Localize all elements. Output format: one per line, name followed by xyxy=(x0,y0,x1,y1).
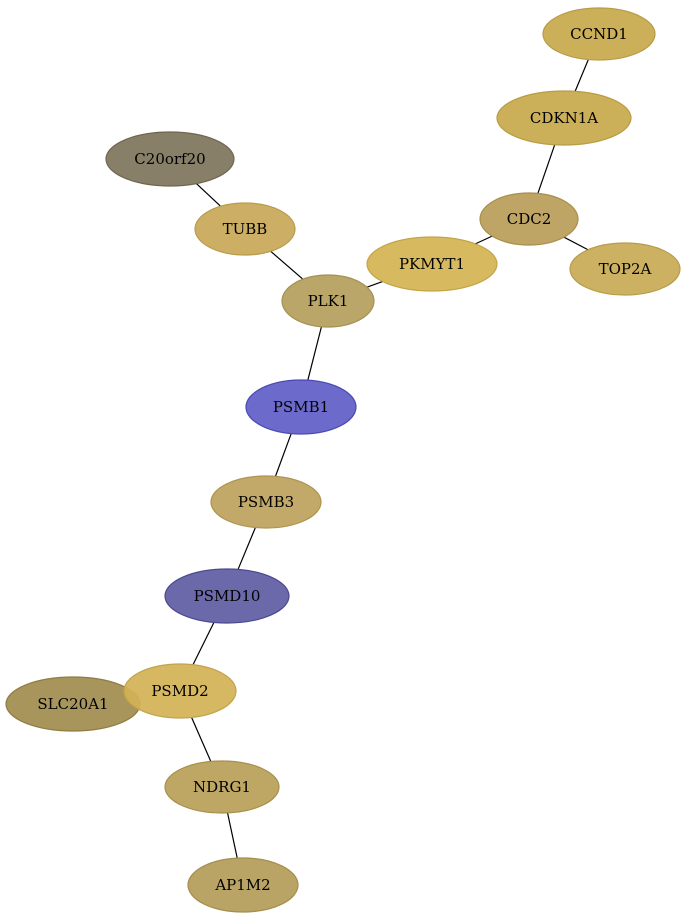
node-shape-tubb[interactable] xyxy=(194,202,296,256)
node-shape-c20orf20[interactable] xyxy=(105,131,235,187)
node-shape-psmd2[interactable] xyxy=(123,663,237,719)
edge-ccnd1-cdkn1a xyxy=(574,59,589,92)
edge-psmd10-psmd2 xyxy=(192,622,215,666)
node-cdkn1a[interactable]: CDKN1A xyxy=(496,90,632,146)
node-tubb[interactable]: TUBB xyxy=(194,202,296,256)
node-shape-ap1m2[interactable] xyxy=(187,857,299,913)
node-ndrg1[interactable]: NDRG1 xyxy=(164,760,280,814)
node-label-cdkn1a: CDKN1A xyxy=(530,109,598,127)
node-shape-cdkn1a[interactable] xyxy=(496,90,632,146)
node-label-psmd10: PSMD10 xyxy=(194,587,261,605)
edge-cdkn1a-cdc2 xyxy=(537,144,556,194)
node-label-ap1m2: AP1M2 xyxy=(214,876,270,894)
edge-tubb-plk1 xyxy=(270,250,304,280)
node-shape-ndrg1[interactable] xyxy=(164,760,280,814)
node-shape-psmb1[interactable] xyxy=(245,379,357,435)
node-top2a[interactable]: TOP2A xyxy=(569,242,681,296)
edge-psmb1-psmb3 xyxy=(274,433,292,477)
node-psmb1[interactable]: PSMB1 xyxy=(245,379,357,435)
edge-pkmyt1-plk1 xyxy=(366,280,383,288)
node-plk1[interactable]: PLK1 xyxy=(281,274,375,328)
node-label-ccnd1: CCND1 xyxy=(570,25,628,43)
node-shape-pkmyt1[interactable] xyxy=(366,236,498,292)
node-label-pkmyt1: PKMYT1 xyxy=(399,255,465,273)
node-label-slc20a1: SLC20A1 xyxy=(37,695,108,713)
node-label-ndrg1: NDRG1 xyxy=(193,778,251,796)
node-shape-psmb3[interactable] xyxy=(210,475,322,529)
node-shape-top2a[interactable] xyxy=(569,242,681,296)
node-label-tubb: TUBB xyxy=(223,220,268,238)
node-c20orf20[interactable]: C20orf20 xyxy=(105,131,235,187)
node-label-top2a: TOP2A xyxy=(599,260,652,278)
edge-layer xyxy=(191,59,589,859)
node-label-psmb3: PSMB3 xyxy=(238,493,294,511)
node-ccnd1[interactable]: CCND1 xyxy=(542,7,656,61)
node-shape-psmd10[interactable] xyxy=(164,568,290,624)
edge-plk1-psmb1 xyxy=(307,326,323,381)
node-slc20a1[interactable]: SLC20A1 xyxy=(5,676,141,732)
node-psmb3[interactable]: PSMB3 xyxy=(210,475,322,529)
node-label-c20orf20: C20orf20 xyxy=(134,150,205,168)
node-label-cdc2: CDC2 xyxy=(507,210,552,228)
node-shape-ccnd1[interactable] xyxy=(542,7,656,61)
node-psmd2[interactable]: PSMD2 xyxy=(123,663,237,719)
edge-psmb3-psmd10 xyxy=(237,527,256,570)
node-label-psmb1: PSMB1 xyxy=(273,398,329,416)
edge-ndrg1-ap1m2 xyxy=(226,812,238,859)
node-label-psmd2: PSMD2 xyxy=(151,682,208,700)
edge-psmd2-ndrg1 xyxy=(191,717,212,762)
edge-cdc2-top2a xyxy=(563,236,589,251)
edge-c20orf20-tubb xyxy=(195,183,222,207)
node-shape-plk1[interactable] xyxy=(281,274,375,328)
node-ap1m2[interactable]: AP1M2 xyxy=(187,857,299,913)
node-pkmyt1[interactable]: PKMYT1 xyxy=(366,236,498,292)
node-label-plk1: PLK1 xyxy=(308,292,349,310)
node-cdc2[interactable]: CDC2 xyxy=(479,192,579,246)
node-psmd10[interactable]: PSMD10 xyxy=(164,568,290,624)
node-shape-cdc2[interactable] xyxy=(479,192,579,246)
edge-cdc2-pkmyt1 xyxy=(475,235,493,245)
